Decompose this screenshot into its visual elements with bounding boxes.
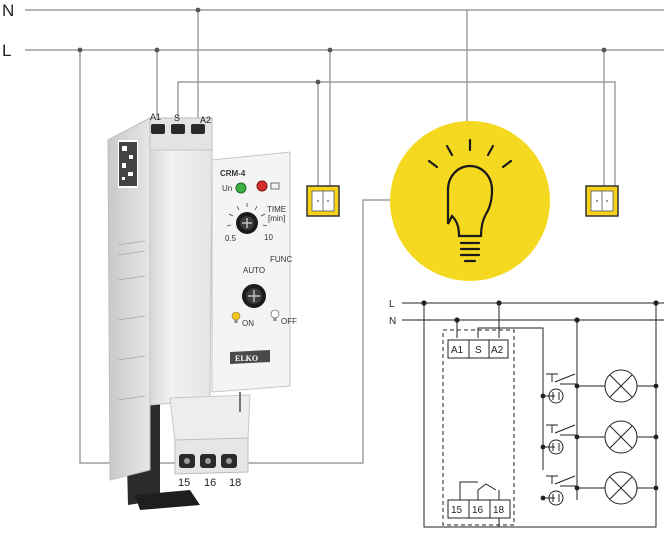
push-switch-icon — [546, 373, 577, 404]
junction-dots — [540, 485, 659, 501]
push-switch-icon — [546, 424, 577, 455]
brand-logo: ELKO — [235, 354, 258, 363]
sch-l-label: L — [389, 299, 395, 310]
device-model: CRM-4 — [220, 169, 246, 178]
schematic-switch-lamp-row — [540, 369, 659, 404]
dev-term-18: 18 — [229, 477, 241, 489]
junction-dots — [540, 434, 659, 450]
push-button-icon — [306, 185, 340, 217]
off-label: OFF — [281, 317, 297, 326]
sch-term-s: S — [475, 345, 482, 356]
junction-dots — [540, 383, 659, 399]
lamp-icon — [604, 369, 638, 403]
bus-l-label: L — [2, 41, 11, 60]
push-button-icon — [585, 185, 619, 217]
time-label: TIME — [267, 205, 286, 214]
time-dial-knob[interactable] — [236, 212, 258, 234]
bus-n-label: N — [2, 1, 14, 20]
crm4-relay-device: CRM-4 Un TIME [min] 0.5 10 FUNC AUTO — [107, 117, 297, 510]
schematic-switch-lamp-row — [540, 471, 659, 506]
qr-code-icon — [118, 140, 138, 188]
dev-term-16: 16 — [204, 477, 216, 489]
time-unit: [min] — [268, 214, 285, 223]
sch-term-a1: A1 — [451, 345, 464, 356]
time-dial-scale — [226, 203, 268, 227]
sch-term-15: 15 — [451, 505, 463, 516]
schematic — [402, 300, 664, 528]
schematic-switch-lamp-row — [540, 420, 659, 455]
sch-term-a2: A2 — [491, 345, 504, 356]
led-un-label: Un — [222, 184, 232, 193]
auto-label: AUTO — [243, 266, 265, 275]
dev-term-a1: A1 — [150, 112, 161, 122]
dial-min: 0.5 — [225, 234, 237, 243]
sch-n-label: N — [389, 316, 396, 327]
on-label: ON — [242, 319, 254, 328]
led-relay-red — [256, 180, 268, 192]
led-power-green — [235, 182, 247, 194]
dev-term-15: 15 — [178, 477, 190, 489]
lamp-icon — [604, 471, 638, 505]
bulb-on-icon — [231, 311, 241, 323]
lamp-icon — [604, 420, 638, 454]
dial-max: 10 — [264, 233, 273, 242]
dev-term-s: S — [174, 113, 180, 123]
dev-term-a2: A2 — [200, 115, 211, 125]
push-switch-icon — [546, 475, 577, 506]
function-knob[interactable] — [242, 284, 266, 308]
relay-output-icon — [270, 182, 280, 190]
func-label: FUNC — [270, 255, 292, 264]
sch-term-16: 16 — [472, 505, 484, 516]
light-bulb-icon — [390, 121, 550, 281]
sch-term-18: 18 — [493, 505, 505, 516]
bulb-off-icon — [270, 309, 280, 321]
brand-plate: ELKO — [230, 350, 270, 364]
bus-wires — [25, 9, 664, 464]
